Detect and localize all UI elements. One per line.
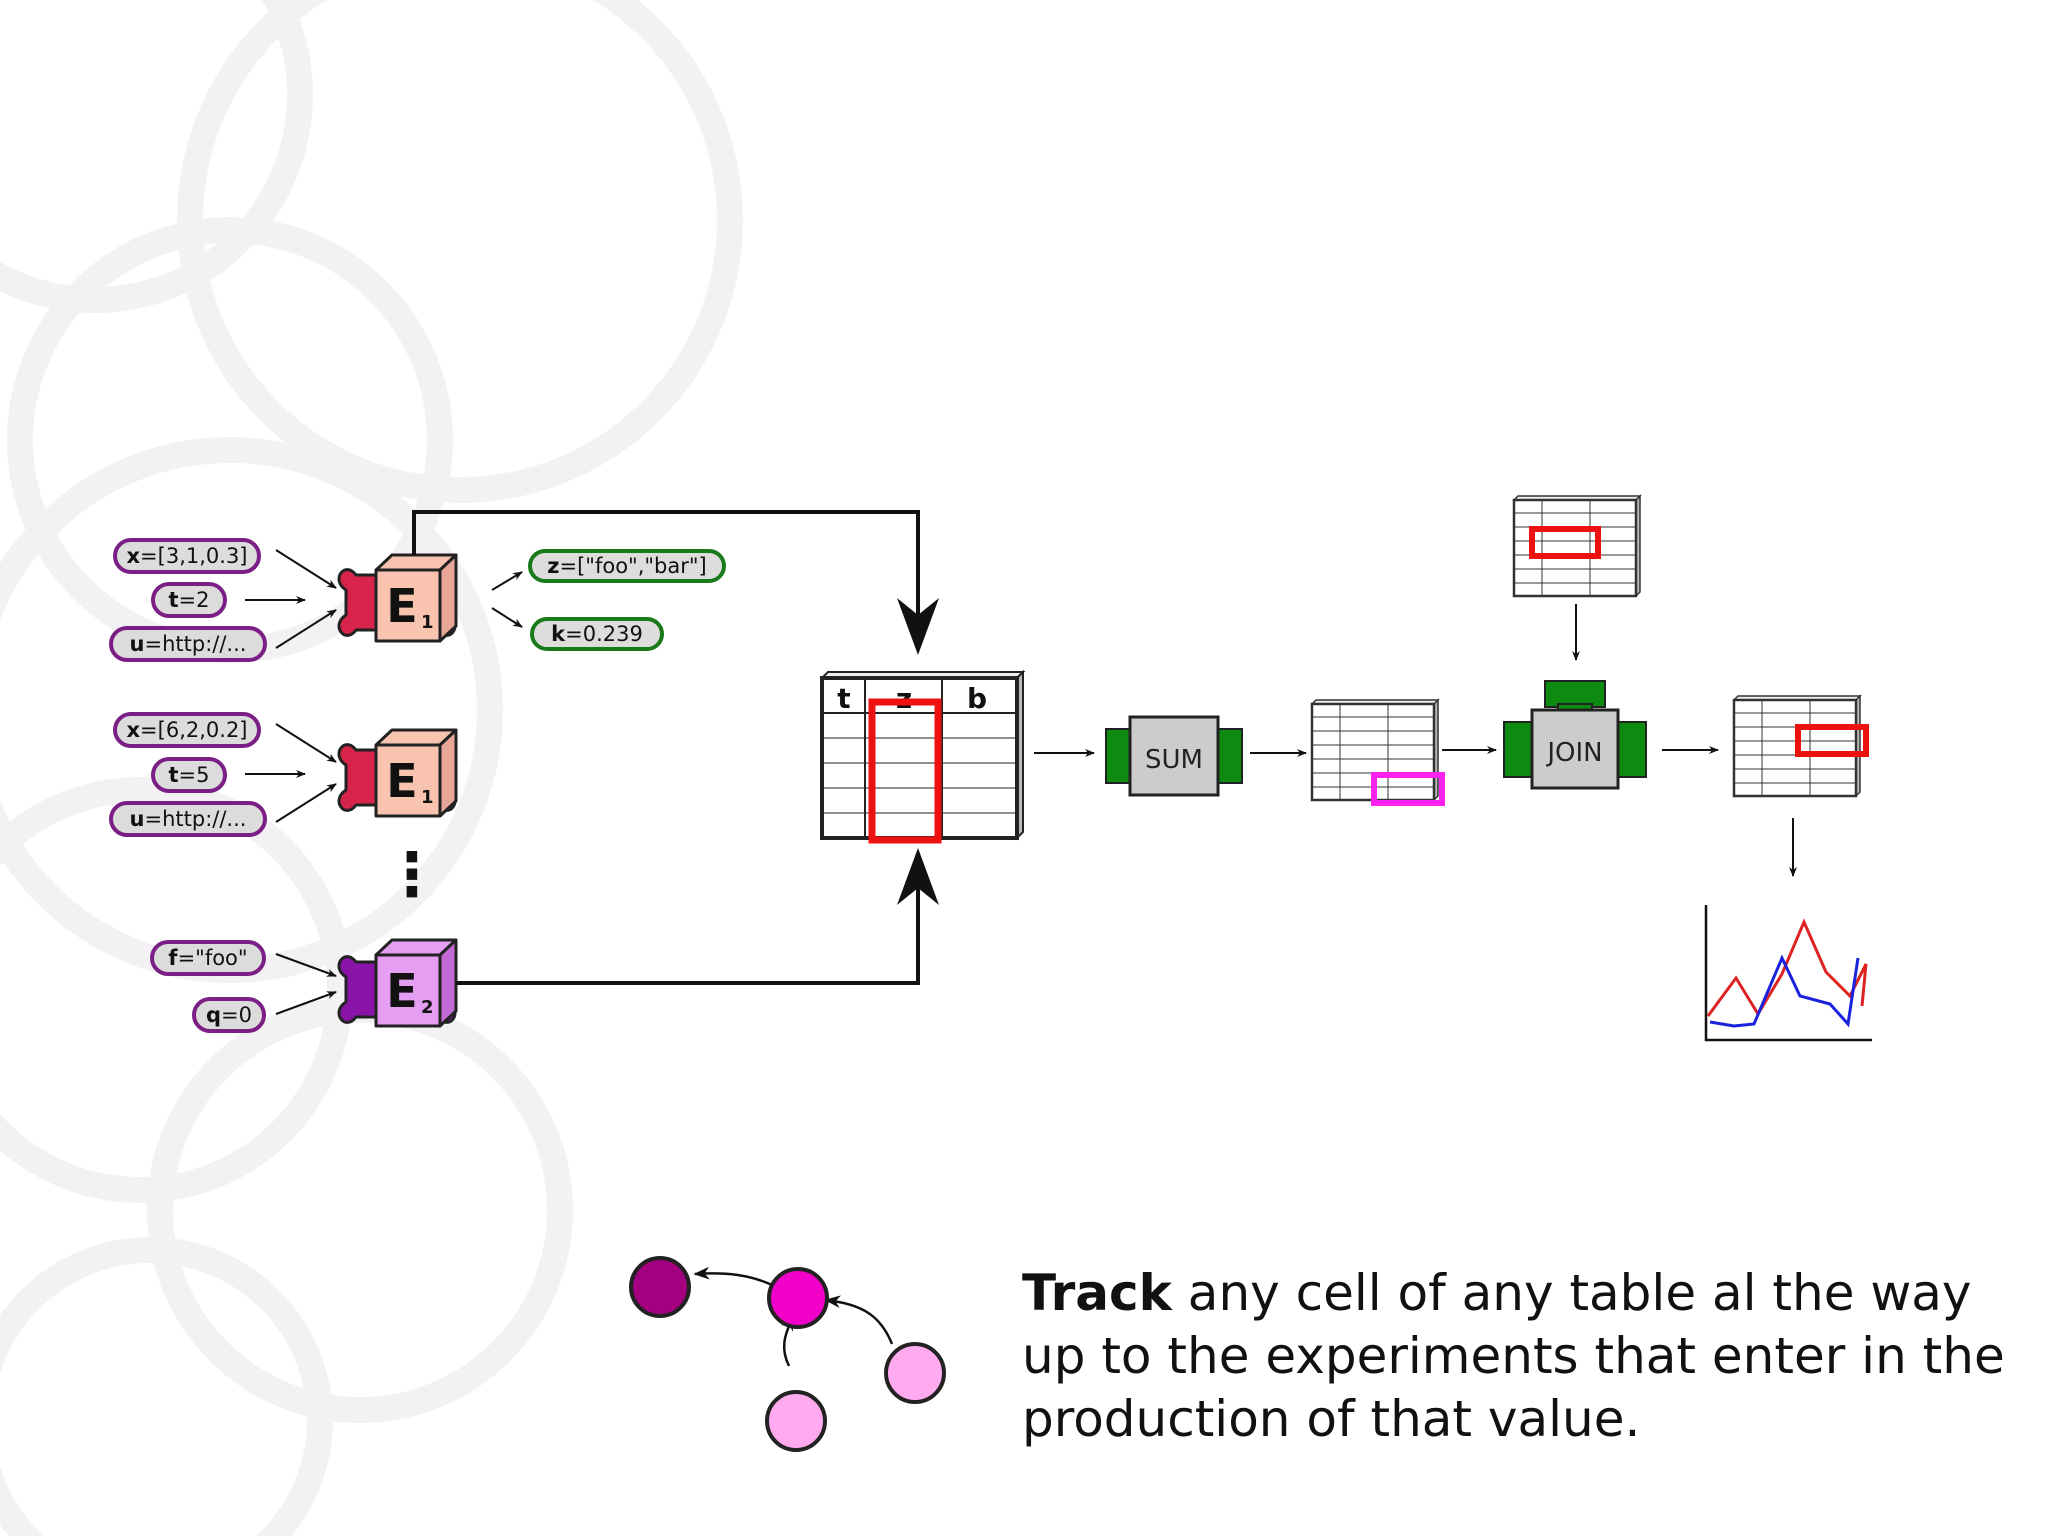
param-value: =[3,1,0.3] bbox=[140, 544, 247, 568]
output-pill-k: k=0.239 bbox=[530, 617, 664, 651]
param-pill-t: t=5 bbox=[151, 757, 227, 793]
experiment-label: E bbox=[386, 754, 417, 808]
param-pill-q: q=0 bbox=[192, 997, 266, 1033]
output-value: =0.239 bbox=[565, 622, 643, 646]
experiment-cube-e1: E 1 bbox=[337, 728, 458, 818]
param-name: t bbox=[168, 588, 178, 612]
provenance-graph bbox=[629, 1256, 946, 1452]
param-value: =5 bbox=[179, 763, 210, 787]
graph-node-mid bbox=[767, 1267, 829, 1329]
experiment-label: E bbox=[386, 579, 417, 633]
param-pill-x: x=[3,1,0.3] bbox=[113, 538, 261, 574]
svg-text:q=0: q=0 bbox=[206, 1003, 252, 1027]
param-value: =[6,2,0.2] bbox=[140, 718, 247, 742]
output-pill-z: z=["foo","bar"] bbox=[528, 549, 726, 583]
join-label: JOIN bbox=[1545, 738, 1602, 768]
connector-e1-to-table bbox=[412, 510, 939, 655]
output-name: z bbox=[547, 554, 559, 578]
mini-plot bbox=[1704, 905, 1872, 1042]
plot-line-blue bbox=[1709, 954, 1860, 1028]
graph-node-dark bbox=[629, 1256, 691, 1318]
svg-text:x=[3,1,0.3]: x=[3,1,0.3] bbox=[127, 544, 248, 568]
output-value: =["foo","bar"] bbox=[560, 554, 707, 578]
experiment-e1-middle: x=[6,2,0.2] t=5 u=http://... E 1 bbox=[109, 712, 458, 837]
experiment-e2: f="foo" q=0 E 2 bbox=[150, 938, 458, 1033]
svg-text:k=0.239: k=0.239 bbox=[551, 622, 643, 646]
svg-text:t=5: t=5 bbox=[168, 763, 209, 787]
results-table: t z b bbox=[819, 669, 1026, 844]
param-value: ="foo" bbox=[178, 946, 248, 970]
plot-line-red bbox=[1706, 918, 1868, 1017]
sum-result-table bbox=[1310, 698, 1445, 806]
caption-text: Track any cell of any table al the way u… bbox=[1022, 1262, 2022, 1451]
experiment-cube-e1: E 1 bbox=[337, 553, 458, 643]
svg-text:u=http://...: u=http://... bbox=[130, 807, 247, 831]
param-value: =http://... bbox=[144, 632, 246, 656]
param-value: =0 bbox=[221, 1003, 252, 1027]
param-value: =http://... bbox=[144, 807, 246, 831]
experiment-e1-top: x=[3,1,0.3] t=2 u=http://... E 1 bbox=[109, 538, 726, 662]
param-name: x bbox=[127, 718, 141, 742]
param-pill-x: x=[6,2,0.2] bbox=[113, 712, 261, 748]
caption-bold: Track bbox=[1022, 1264, 1172, 1322]
experiment-cube-e2: E 2 bbox=[337, 938, 458, 1028]
svg-text:t=2: t=2 bbox=[168, 588, 209, 612]
experiment-subscript: 1 bbox=[421, 787, 434, 808]
highlighted-cell bbox=[1371, 772, 1445, 806]
param-name: f bbox=[168, 946, 178, 970]
highlighted-cell bbox=[1529, 526, 1601, 559]
param-name: q bbox=[206, 1003, 221, 1027]
output-name: k bbox=[551, 622, 566, 646]
param-name: u bbox=[130, 807, 145, 831]
param-pill-u: u=http://... bbox=[109, 626, 267, 662]
experiment-label: E bbox=[386, 964, 417, 1018]
svg-text:z=["foo","bar"]: z=["foo","bar"] bbox=[547, 554, 706, 578]
highlighted-column bbox=[868, 698, 942, 844]
param-pill-f: f="foo" bbox=[150, 940, 266, 976]
ellipsis-dots: ⋮ bbox=[382, 840, 442, 910]
join-result-table bbox=[1732, 694, 1869, 798]
param-pill-t: t=2 bbox=[151, 582, 227, 618]
svg-text:x=[6,2,0.2]: x=[6,2,0.2] bbox=[127, 718, 248, 742]
svg-text:u=http://...: u=http://... bbox=[130, 632, 247, 656]
column-header-b: b bbox=[967, 682, 987, 715]
graph-node-light bbox=[765, 1390, 827, 1452]
param-name: u bbox=[130, 632, 145, 656]
connector-e2-to-table bbox=[456, 848, 939, 985]
param-value: =2 bbox=[179, 588, 210, 612]
svg-text:f="foo": f="foo" bbox=[168, 946, 247, 970]
column-header-t: t bbox=[837, 682, 850, 715]
sum-label: SUM bbox=[1145, 745, 1203, 775]
join-input-table bbox=[1512, 494, 1642, 598]
caption-rest: any cell of any table al the way up to t… bbox=[1022, 1264, 2005, 1448]
background-circles bbox=[0, 0, 743, 1536]
experiment-subscript: 1 bbox=[421, 612, 434, 633]
graph-node-light bbox=[884, 1342, 946, 1404]
param-name: x bbox=[127, 544, 141, 568]
highlighted-cell bbox=[1795, 724, 1869, 757]
experiment-subscript: 2 bbox=[421, 997, 434, 1018]
param-pill-u: u=http://... bbox=[109, 801, 267, 837]
param-name: t bbox=[168, 763, 178, 787]
join-operator: JOIN bbox=[1503, 680, 1647, 790]
sum-operator: SUM bbox=[1105, 715, 1243, 797]
